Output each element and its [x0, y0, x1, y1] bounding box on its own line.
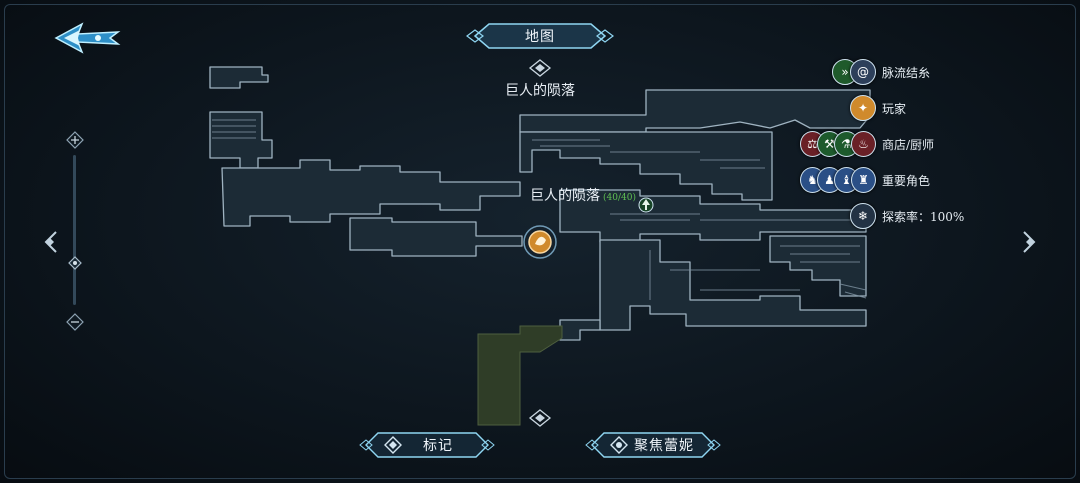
legend-row-shops: ⚖ ⚒ ⚗ ♨ 商店/厨师	[800, 130, 935, 158]
exploration-rate: 探索率：100%	[882, 209, 965, 224]
map-hall-main	[519, 89, 871, 133]
zoom-slider-handle[interactable]	[68, 255, 84, 271]
map-title-plate: 地图	[465, 20, 615, 52]
zoom-slider-track[interactable]	[73, 155, 76, 305]
map-room-topleft	[209, 66, 269, 89]
region-label: 巨人的陨落(40/40)	[530, 185, 636, 205]
page-title: 地图	[525, 29, 555, 45]
target-icon	[610, 436, 628, 454]
descend-waypoint-icon	[528, 409, 552, 427]
prev-map-button[interactable]	[40, 228, 60, 256]
player-icon: ✦	[850, 95, 876, 121]
map-shaft-center	[599, 239, 867, 331]
tree-marker-icon[interactable]	[638, 197, 654, 213]
region-progress: (40/40)	[603, 193, 636, 203]
mark-button[interactable]: 标记	[358, 428, 496, 462]
minus-icon	[66, 313, 84, 331]
legend-label: 玩家	[882, 101, 907, 116]
npc-icon: ♜	[851, 167, 876, 193]
player-marker[interactable]	[523, 225, 557, 259]
focus-button[interactable]: 聚焦蕾妮	[584, 428, 722, 462]
spiral-icon: @	[850, 59, 876, 85]
legend-label: 重要角色	[882, 173, 931, 188]
legend-row-npcs: ♞ ♟ ♝ ♜ 重要角色	[800, 166, 931, 194]
zoom-out-button[interactable]	[66, 313, 84, 331]
map-unexplored-zone	[477, 325, 563, 426]
map-corridor-middle	[349, 217, 523, 257]
chevron-right-icon	[1023, 231, 1036, 253]
slider-handle-icon	[68, 256, 82, 270]
legend-row-exploration: ❄ 探索率：100%	[808, 202, 964, 230]
mark-button-label: 标记	[423, 438, 453, 454]
next-map-button[interactable]	[1020, 228, 1040, 256]
focus-button-label: 聚焦蕾妮	[634, 438, 694, 454]
area-waypoint-icon	[528, 59, 552, 77]
marker-icon	[384, 436, 402, 454]
legend-row-leylines: » @ 脉流结糸	[808, 58, 930, 86]
map-cave-right	[769, 235, 867, 297]
map-descent	[559, 319, 601, 341]
legend-label: 商店/厨师	[882, 137, 935, 152]
map-hall-middle	[519, 131, 773, 201]
chevron-left-icon	[44, 231, 57, 253]
legend-label: 脉流结糸	[882, 65, 931, 80]
zoom-in-button[interactable]	[66, 131, 84, 149]
snowflake-icon: ❄	[850, 203, 876, 229]
plus-icon	[66, 131, 84, 149]
back-arrow-icon	[54, 22, 121, 54]
area-name: 巨人的陨落	[505, 83, 575, 99]
chef-icon: ♨	[851, 131, 876, 157]
legend-row-player: ✦ 玩家	[808, 94, 906, 122]
map-corridor-left	[221, 159, 521, 227]
region-name: 巨人的陨落	[530, 188, 600, 204]
back-button[interactable]	[52, 16, 124, 60]
